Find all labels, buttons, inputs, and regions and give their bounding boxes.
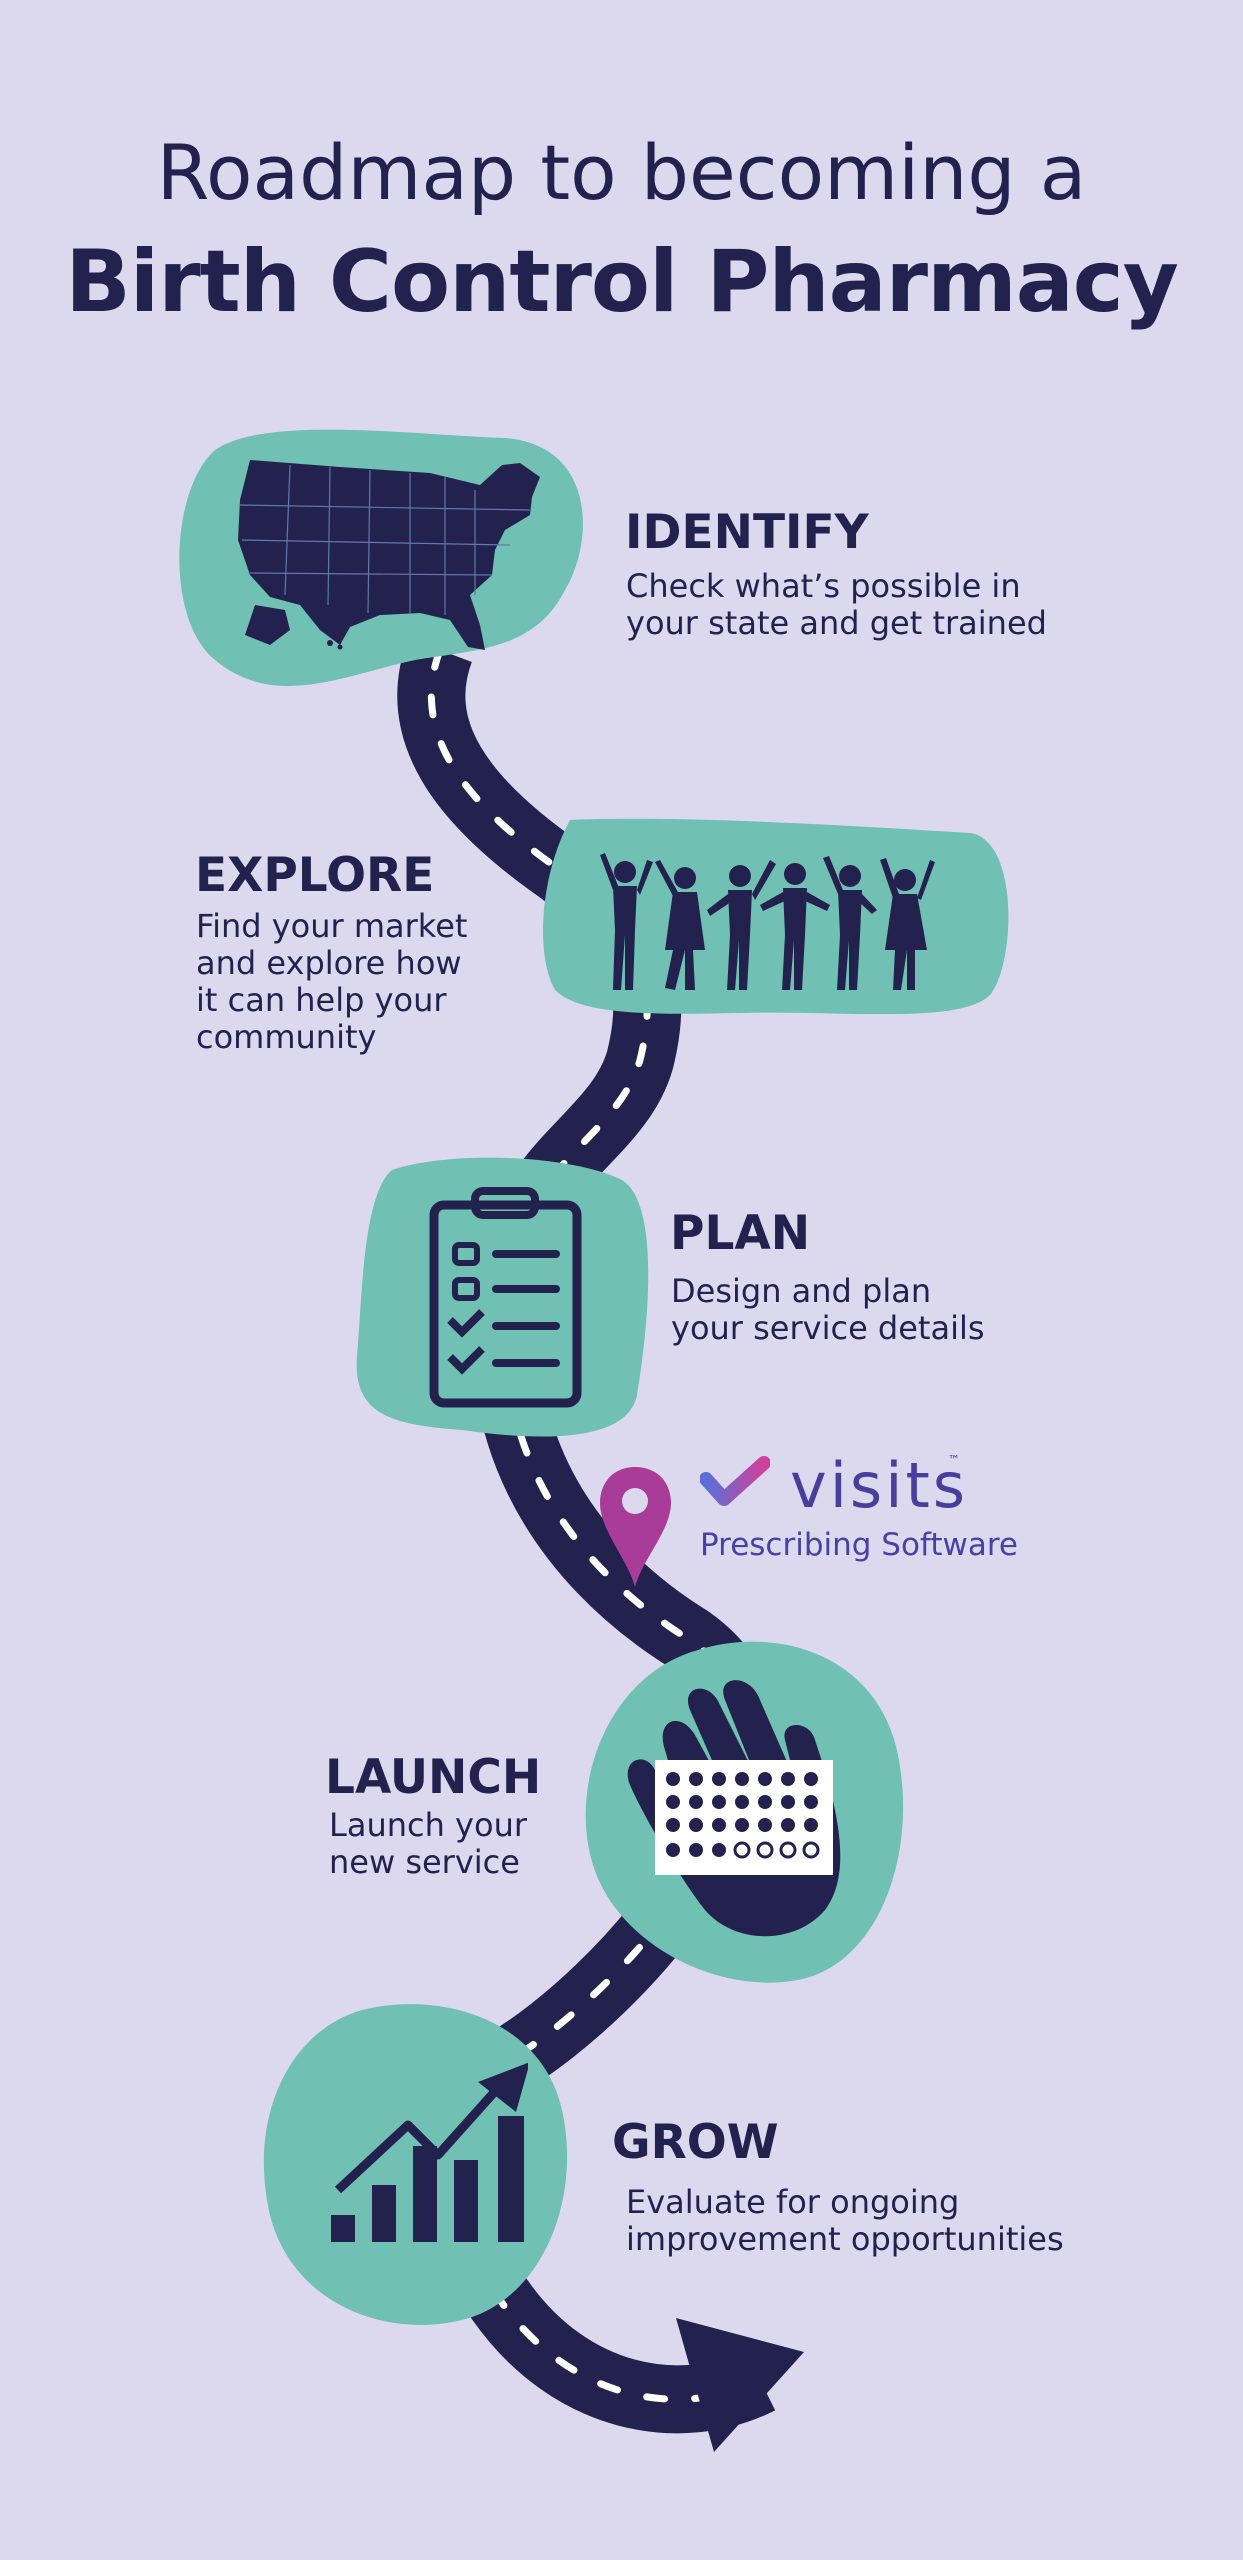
brand-name: visits	[790, 1449, 969, 1522]
step-explore-title: EXPLORE	[195, 848, 435, 903]
step-explore-description: Find your market and explore how it can …	[196, 907, 468, 1056]
step-identify-description: Check what’s possible in your state and …	[626, 567, 1047, 642]
road-arrowhead	[676, 2318, 804, 2452]
page-title: Birth Control Pharmacy	[65, 232, 1179, 332]
us-map-icon	[238, 460, 540, 650]
community-people-icon	[600, 853, 935, 990]
step-grow-description: Evaluate for ongoing improvement opportu…	[626, 2183, 1064, 2258]
step-identify-title: IDENTIFY	[625, 505, 869, 560]
brand-trademark: ™	[948, 1453, 960, 1467]
title-line-1: Roadmap to becoming a	[156, 128, 1087, 217]
step-grow-title: GROW	[612, 2115, 779, 2170]
step-launch-description: Launch your new service	[329, 1806, 527, 1881]
brand-subtitle: Prescribing Software	[700, 1527, 1018, 1563]
location-pin-icon	[600, 1467, 671, 1587]
hand-pill-pack-icon	[627, 1680, 841, 1937]
check-logo-icon	[700, 1456, 770, 1506]
clipboard-checklist-icon	[429, 1187, 582, 1408]
step-plan-title: PLAN	[670, 1206, 811, 1261]
step-launch-title: LAUNCH	[325, 1750, 542, 1805]
step-plan-description: Design and plan your service details	[671, 1272, 985, 1347]
growth-chart-icon	[331, 2062, 528, 2242]
